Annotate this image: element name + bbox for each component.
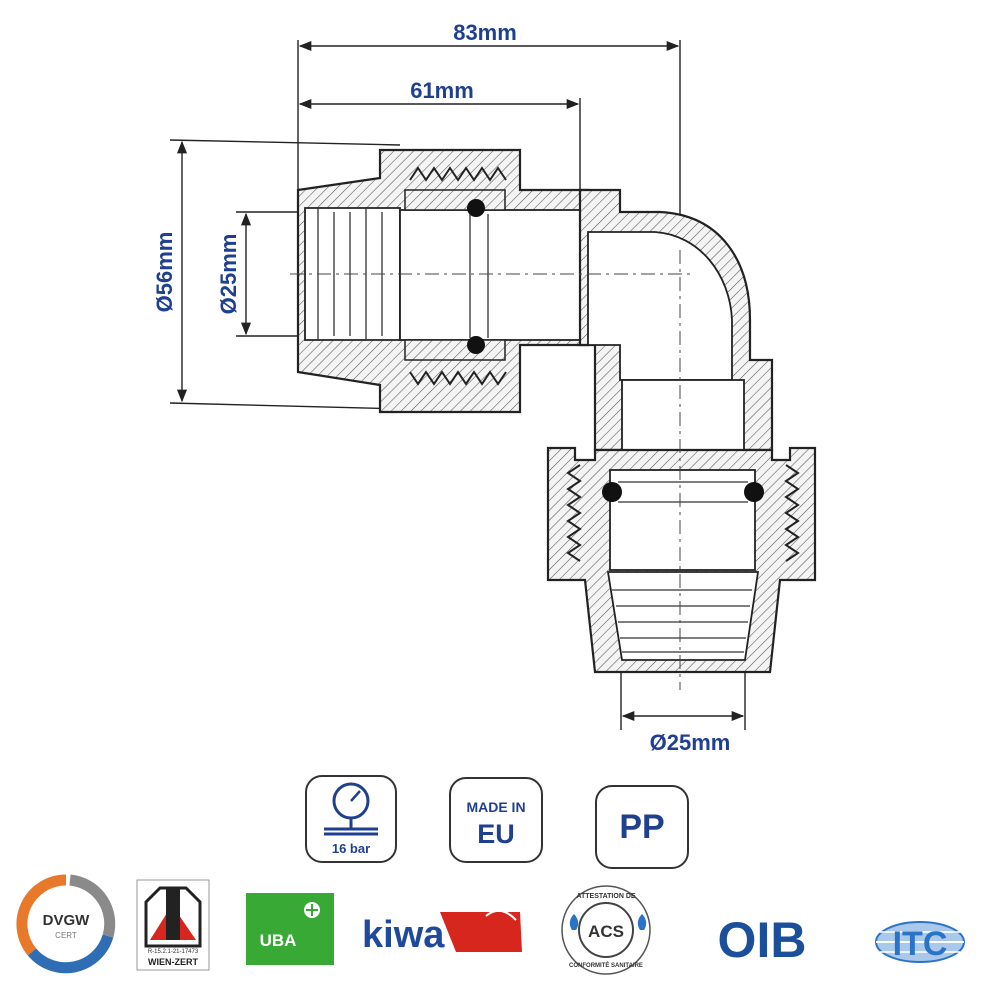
wien-zert-emblem-icon <box>144 886 202 948</box>
oib-logo: OIB <box>718 912 807 968</box>
acs-drop-icon-right <box>637 914 647 930</box>
oib-label: OIB <box>718 912 807 968</box>
wien-zert-code: R-15.2.1-21-17473 <box>148 949 199 955</box>
material-label: PP <box>619 808 664 846</box>
wien-zert-label: WIEN-ZERT <box>148 957 198 967</box>
dim-body-length: 61mm <box>410 78 474 103</box>
dim-outer-diameter: Ø56mm <box>152 232 177 313</box>
wien-zert-logo: R-15.2.1-21-17473 WIEN-ZERT <box>136 879 210 971</box>
kiwa-label: kiwa <box>362 914 445 956</box>
acs-top-label: ATTESTATION DE <box>576 893 635 900</box>
dvgw-sub-label: CERT <box>55 931 77 940</box>
dim-outlet-diameter: Ø25mm <box>650 730 731 755</box>
made-in-eu-badge: MADE IN EU <box>449 777 543 863</box>
acs-drop-icon <box>569 914 579 930</box>
dvgw-logo: DVGW CERT <box>16 874 116 974</box>
acs-label: ACS <box>588 922 624 941</box>
acs-logo: ACS ATTESTATION DE CONFORMITÉ SANITAIRE <box>561 885 651 975</box>
fitting-section <box>290 148 817 690</box>
eu-label: EU <box>477 819 515 849</box>
kiwa-logo: kiwa <box>362 909 522 956</box>
dim-overall-length: 83mm <box>453 20 517 45</box>
acs-bottom-label: CONFORMITÉ SANITAIRE <box>569 961 643 969</box>
uba-logo: UBA <box>246 893 334 965</box>
itc-logo: ITC <box>875 921 965 963</box>
itc-label: ITC <box>893 925 948 963</box>
dim-inlet-diameter: Ø25mm <box>216 234 241 315</box>
pressure-gauge-icon <box>324 782 378 836</box>
pressure-label: 16 bar <box>332 841 370 856</box>
dvgw-label: DVGW <box>43 912 91 929</box>
pressure-badge: 16 bar <box>305 775 397 863</box>
made-in-label: MADE IN <box>466 799 525 815</box>
uba-label: UBA <box>260 931 297 950</box>
material-badge: PP <box>595 785 689 869</box>
